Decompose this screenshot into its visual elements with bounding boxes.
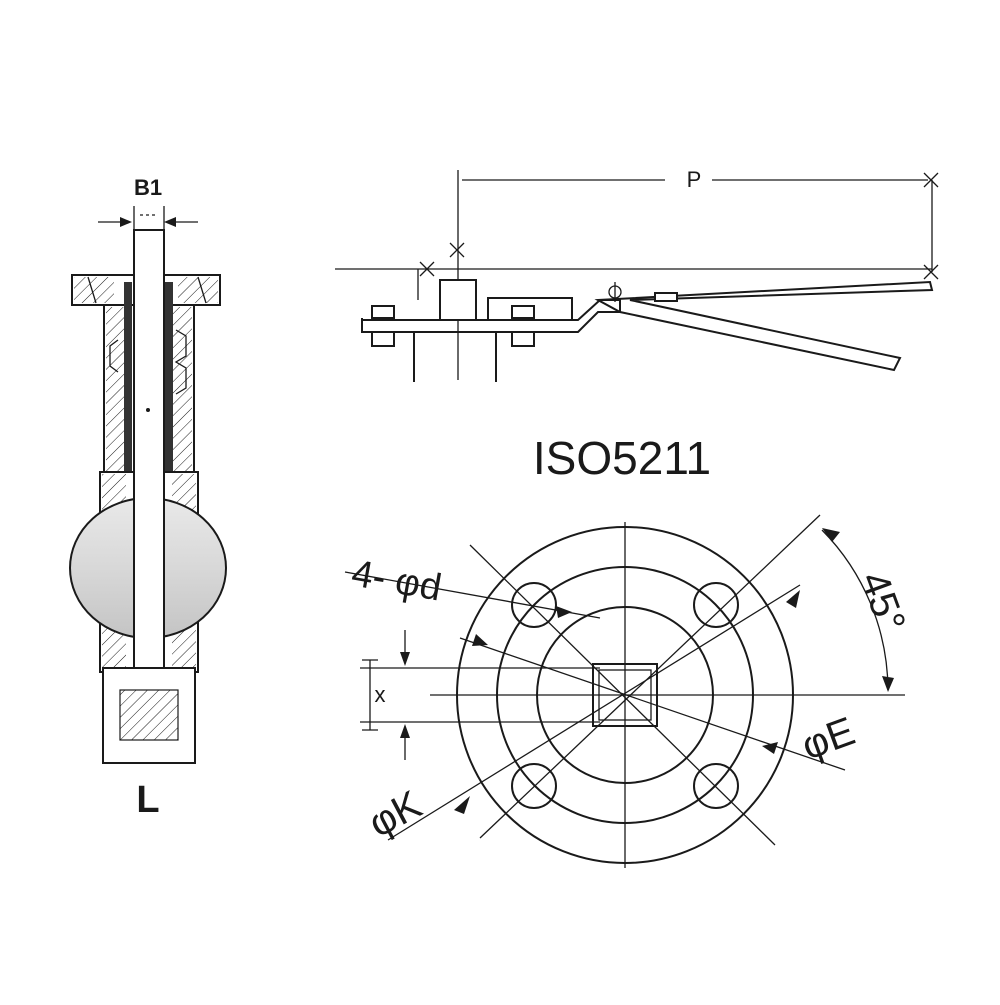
bolts — [371, 305, 535, 347]
bottom-boss — [102, 667, 196, 764]
e-label: φE — [796, 709, 861, 768]
b1-label: B1 — [134, 175, 162, 200]
p-label: P — [687, 167, 702, 192]
l-label: L — [136, 779, 159, 821]
holes-label: 4- φd — [348, 553, 444, 610]
iso-flange-pattern: x 4- φd 45° φE φK — [344, 514, 914, 868]
valve-shaft — [133, 229, 165, 701]
angle-label: 45° — [852, 566, 914, 638]
lever-top-view: P — [335, 167, 939, 382]
x-label: x — [375, 682, 386, 707]
k-label: φK — [362, 782, 429, 846]
p-dimension: P — [419, 167, 939, 380]
valve-neck — [103, 282, 195, 476]
bolt-holes — [511, 582, 739, 809]
lever-handle — [594, 280, 934, 372]
b1-dimension: B1 — [98, 175, 198, 232]
standard-title: ISO5211 — [533, 432, 711, 484]
valve-side-view: B1 — [69, 175, 227, 821]
